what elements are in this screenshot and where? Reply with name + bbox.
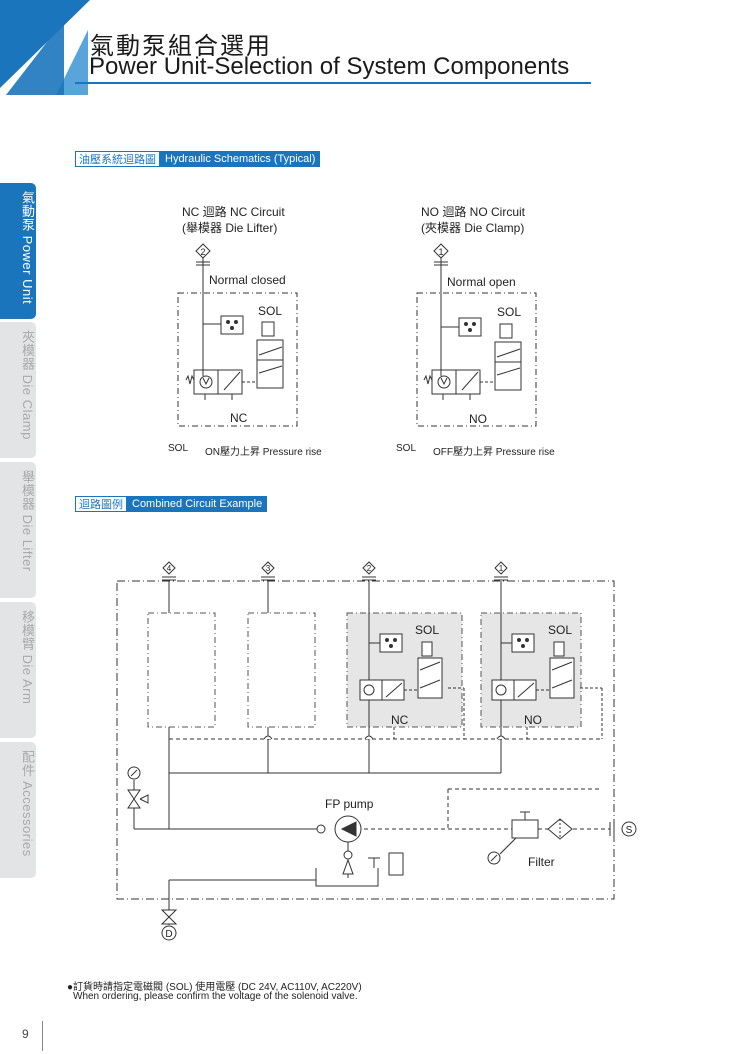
page-title-en: Power Unit-Selection of System Component…	[89, 53, 570, 80]
nc-port-number: 2	[200, 247, 205, 257]
tab-power-unit-label: 氣動泵 Power Unit	[20, 191, 35, 305]
port-1-marker	[494, 561, 508, 575]
block-port-4	[147, 612, 216, 728]
no-dashed-box	[416, 292, 537, 427]
combined-no-sol-label: SOL	[548, 623, 572, 637]
combined-label-en: Combined Circuit Example	[127, 496, 268, 512]
section-label-en: Hydraulic Schematics (Typical)	[160, 151, 321, 167]
port-4-number: 4	[167, 564, 172, 573]
no-title-line1: NO 迴路 NO Circuit	[421, 205, 526, 219]
no-state-label: Normal open	[447, 275, 516, 289]
nc-sol-label: SOL	[258, 304, 282, 318]
tab-die-arm[interactable]: 移模臂 Die Arm	[0, 602, 36, 738]
filter-label: Filter	[528, 855, 555, 869]
combined-nc-label: NC	[391, 713, 409, 727]
nc-check	[199, 375, 213, 389]
nc-schematic	[177, 243, 298, 427]
section-header-hydraulic: 油壓系統迴路圖 Hydraulic Schematics (Typical)	[75, 151, 321, 167]
nc-state-label: Normal closed	[209, 273, 286, 287]
combined-nc-sol-label: SOL	[415, 623, 439, 637]
no-solenoid	[494, 341, 522, 391]
no-coil	[499, 323, 513, 339]
nc-solenoid	[256, 339, 284, 389]
title-underline	[75, 82, 591, 84]
nc-title-line1: NC 迴路 NC Circuit	[182, 205, 285, 219]
tab-die-lifter[interactable]: 舉模器 Die Lifter	[0, 462, 36, 598]
no-caption-sol: SOL	[396, 443, 417, 454]
section-label-zh: 油壓系統迴路圖	[75, 151, 160, 167]
tab-die-arm-label: 移模臂 Die Arm	[20, 610, 35, 705]
no-check	[437, 375, 451, 389]
section-header-combined: 迴路圖例 Combined Circuit Example	[75, 496, 268, 512]
supply-port-circle	[621, 821, 637, 837]
nc-pressure-switch	[220, 315, 244, 335]
tab-accessories[interactable]: 配件 Accessories	[0, 742, 36, 878]
combined-nc-block	[346, 612, 463, 728]
nc-dashed-box	[177, 292, 298, 427]
no-sol-label: SOL	[497, 305, 521, 319]
tab-die-clamp[interactable]: 夾模器 Die Clamp	[0, 322, 36, 458]
typical-schematics: SOL NC 2 SOL NO 1	[177, 243, 537, 427]
no-caption-text: OFF壓力上昇 Pressure rise	[433, 447, 555, 458]
page-number-rule	[42, 1021, 43, 1051]
block-port-3	[247, 612, 316, 728]
tab-die-lifter-label: 舉模器 Die Lifter	[20, 470, 35, 572]
tab-power-unit[interactable]: 氣動泵 Power Unit	[0, 183, 36, 319]
port-3-marker	[261, 561, 275, 575]
regulator-symbol	[511, 819, 539, 839]
port-4-marker	[162, 561, 176, 575]
no-schematic	[416, 243, 537, 427]
no-code-label: NO	[469, 412, 487, 426]
nc-caption-text: ON壓力上昇 Pressure rise	[205, 447, 322, 458]
supply-port-label: S	[626, 825, 633, 836]
nc-coil	[261, 321, 275, 337]
combined-label-zh: 迴路圖例	[75, 496, 127, 512]
page-title-zh: 氣動泵組合選用	[90, 33, 272, 60]
corner-graphic	[0, 0, 90, 95]
tab-accessories-label: 配件 Accessories	[20, 750, 35, 857]
pump-label: FP pump	[325, 797, 374, 811]
drain-port-label: D	[165, 929, 172, 940]
note-line-2: When ordering, please confirm the voltag…	[73, 991, 358, 1002]
nc-caption-sol: SOL	[168, 443, 189, 454]
nc-title-line2: (舉模器 Die Lifter)	[182, 221, 278, 235]
port-2-number: 2	[367, 564, 372, 573]
nc-code-label: NC	[230, 411, 248, 425]
drain-port-circle	[161, 925, 177, 941]
page-number: 9	[22, 1027, 29, 1041]
combined-circuit: 4 3 2 1 SOL SOL NC NO FP pump Filter S D	[116, 561, 637, 941]
note-line-1: ●訂貨時請指定電磁閥 (SOL) 使用電壓 (DC 24V, AC110V, A…	[67, 982, 362, 993]
port-2-marker	[362, 561, 376, 575]
no-title-line2: (夾模器 Die Clamp)	[421, 221, 525, 235]
port-1-number: 1	[499, 564, 504, 573]
port-3-number: 3	[266, 564, 271, 573]
no-port-number: 1	[438, 247, 443, 257]
combined-no-label: NO	[524, 713, 542, 727]
no-pressure-switch	[458, 317, 482, 337]
tab-die-clamp-label: 夾模器 Die Clamp	[20, 330, 35, 440]
